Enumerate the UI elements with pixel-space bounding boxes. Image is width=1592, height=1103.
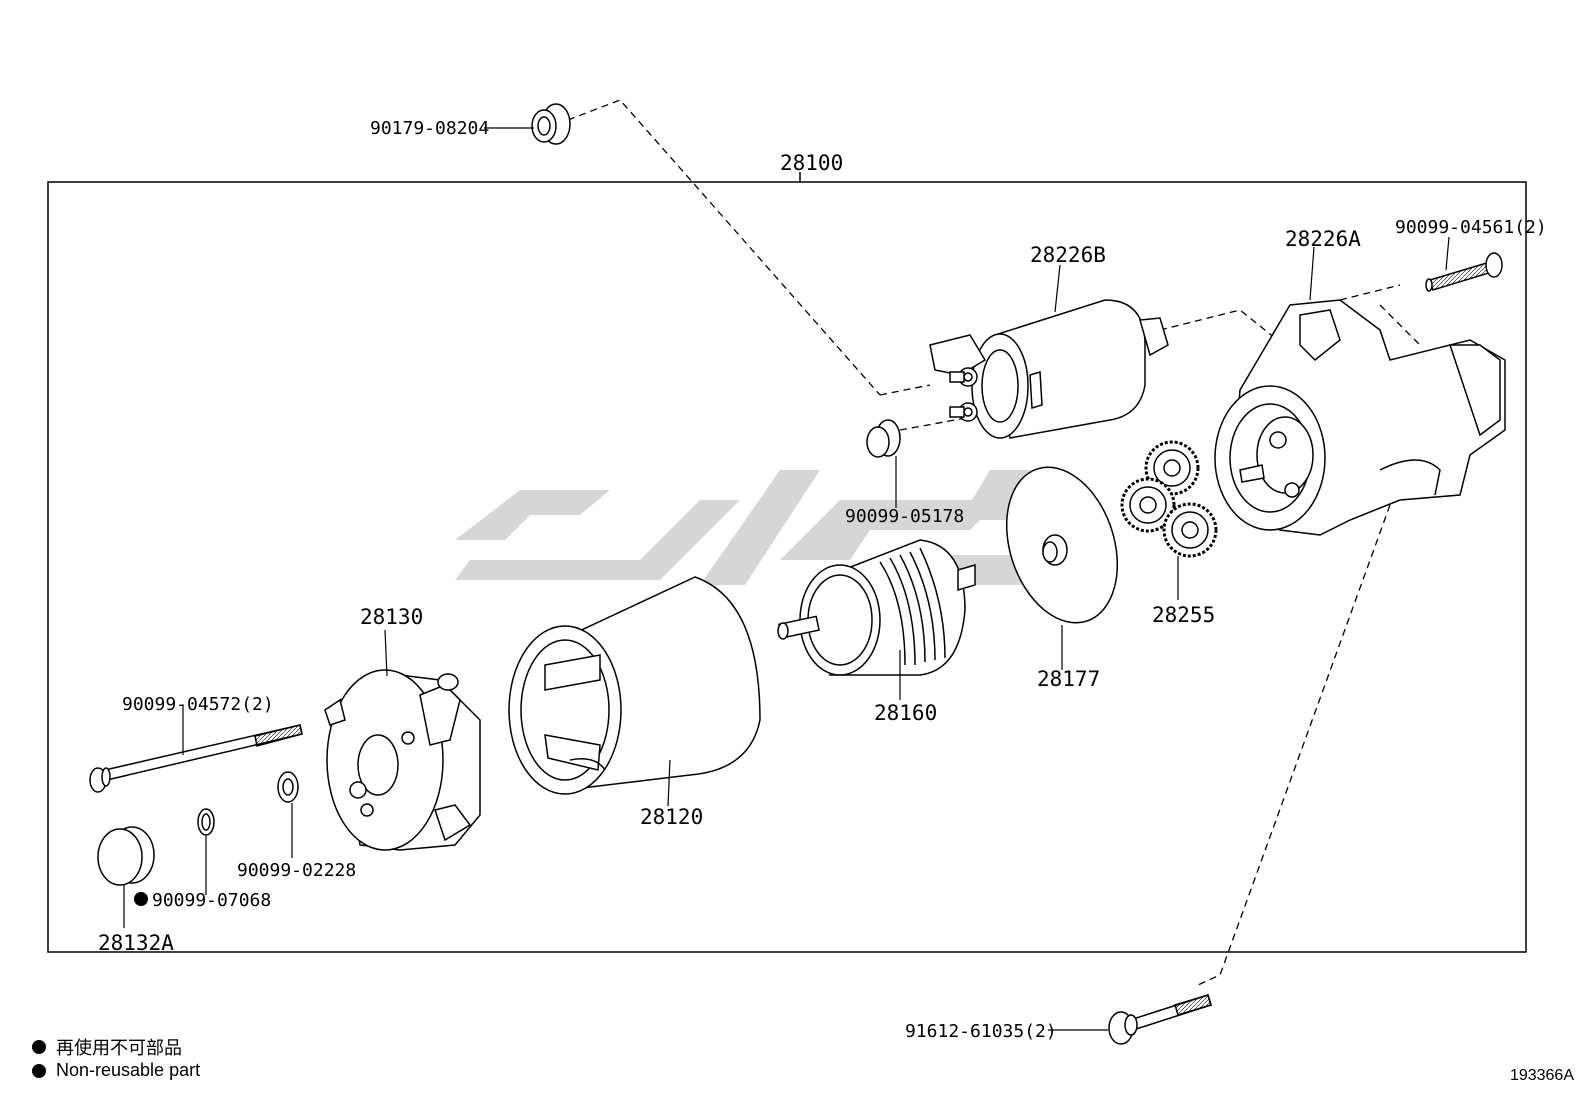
gears-part <box>1120 440 1218 558</box>
housing-part <box>1214 299 1506 536</box>
end-frame-part <box>324 669 481 851</box>
plate-part <box>1005 466 1119 624</box>
legend-en: Non-reusable part <box>32 1060 200 1081</box>
legend-dot-icon <box>32 1040 46 1054</box>
end-cap-part <box>97 826 155 886</box>
label-clip: 90099-07068 <box>152 890 271 911</box>
label-assembly: 28100 <box>780 151 843 175</box>
label-yoke: 28120 <box>640 805 703 829</box>
label-end-frame: 28130 <box>360 605 423 629</box>
legend-jp-text: 再使用不可部品 <box>56 1038 182 1058</box>
clip-part <box>197 808 215 836</box>
bolt-housing-part <box>1425 252 1503 292</box>
leader-lines <box>123 127 1450 1031</box>
washer-part <box>277 771 299 803</box>
yoke-part <box>508 576 761 795</box>
bolt-bottom-part <box>1108 994 1212 1045</box>
watermark-logo <box>455 470 1090 585</box>
label-housing: 28226A <box>1285 227 1361 251</box>
label-armature: 28160 <box>874 701 937 725</box>
solenoid-part <box>929 299 1169 439</box>
cap-top-part <box>531 103 571 145</box>
legend-jp: 再使用不可部品 <box>32 1034 182 1060</box>
label-bolt-housing: 90099-04561(2) <box>1395 217 1547 238</box>
label-washer: 90099-02228 <box>237 860 356 881</box>
label-solenoid: 28226B <box>1030 243 1106 267</box>
legend-en-text: Non-reusable part <box>56 1060 201 1080</box>
label-plug-mid: 90099-05178 <box>845 506 964 527</box>
label-through-bolt: 90099-04572(2) <box>122 694 274 715</box>
label-bolt-bottom: 91612-61035(2) <box>905 1021 1057 1042</box>
plug-mid-part <box>866 419 901 458</box>
label-gears: 28255 <box>1152 603 1215 627</box>
figure-id: 193366A <box>1509 1067 1574 1084</box>
label-plate: 28177 <box>1037 667 1100 691</box>
legend-dot-icon <box>32 1063 46 1078</box>
through-bolt-part <box>89 724 303 793</box>
non-reusable-marker <box>134 892 148 906</box>
armature-part <box>777 539 976 676</box>
assembly-box <box>47 181 1527 953</box>
label-cap-top: 90179-08204 <box>370 118 489 139</box>
label-end-cap: 28132A <box>98 931 174 955</box>
